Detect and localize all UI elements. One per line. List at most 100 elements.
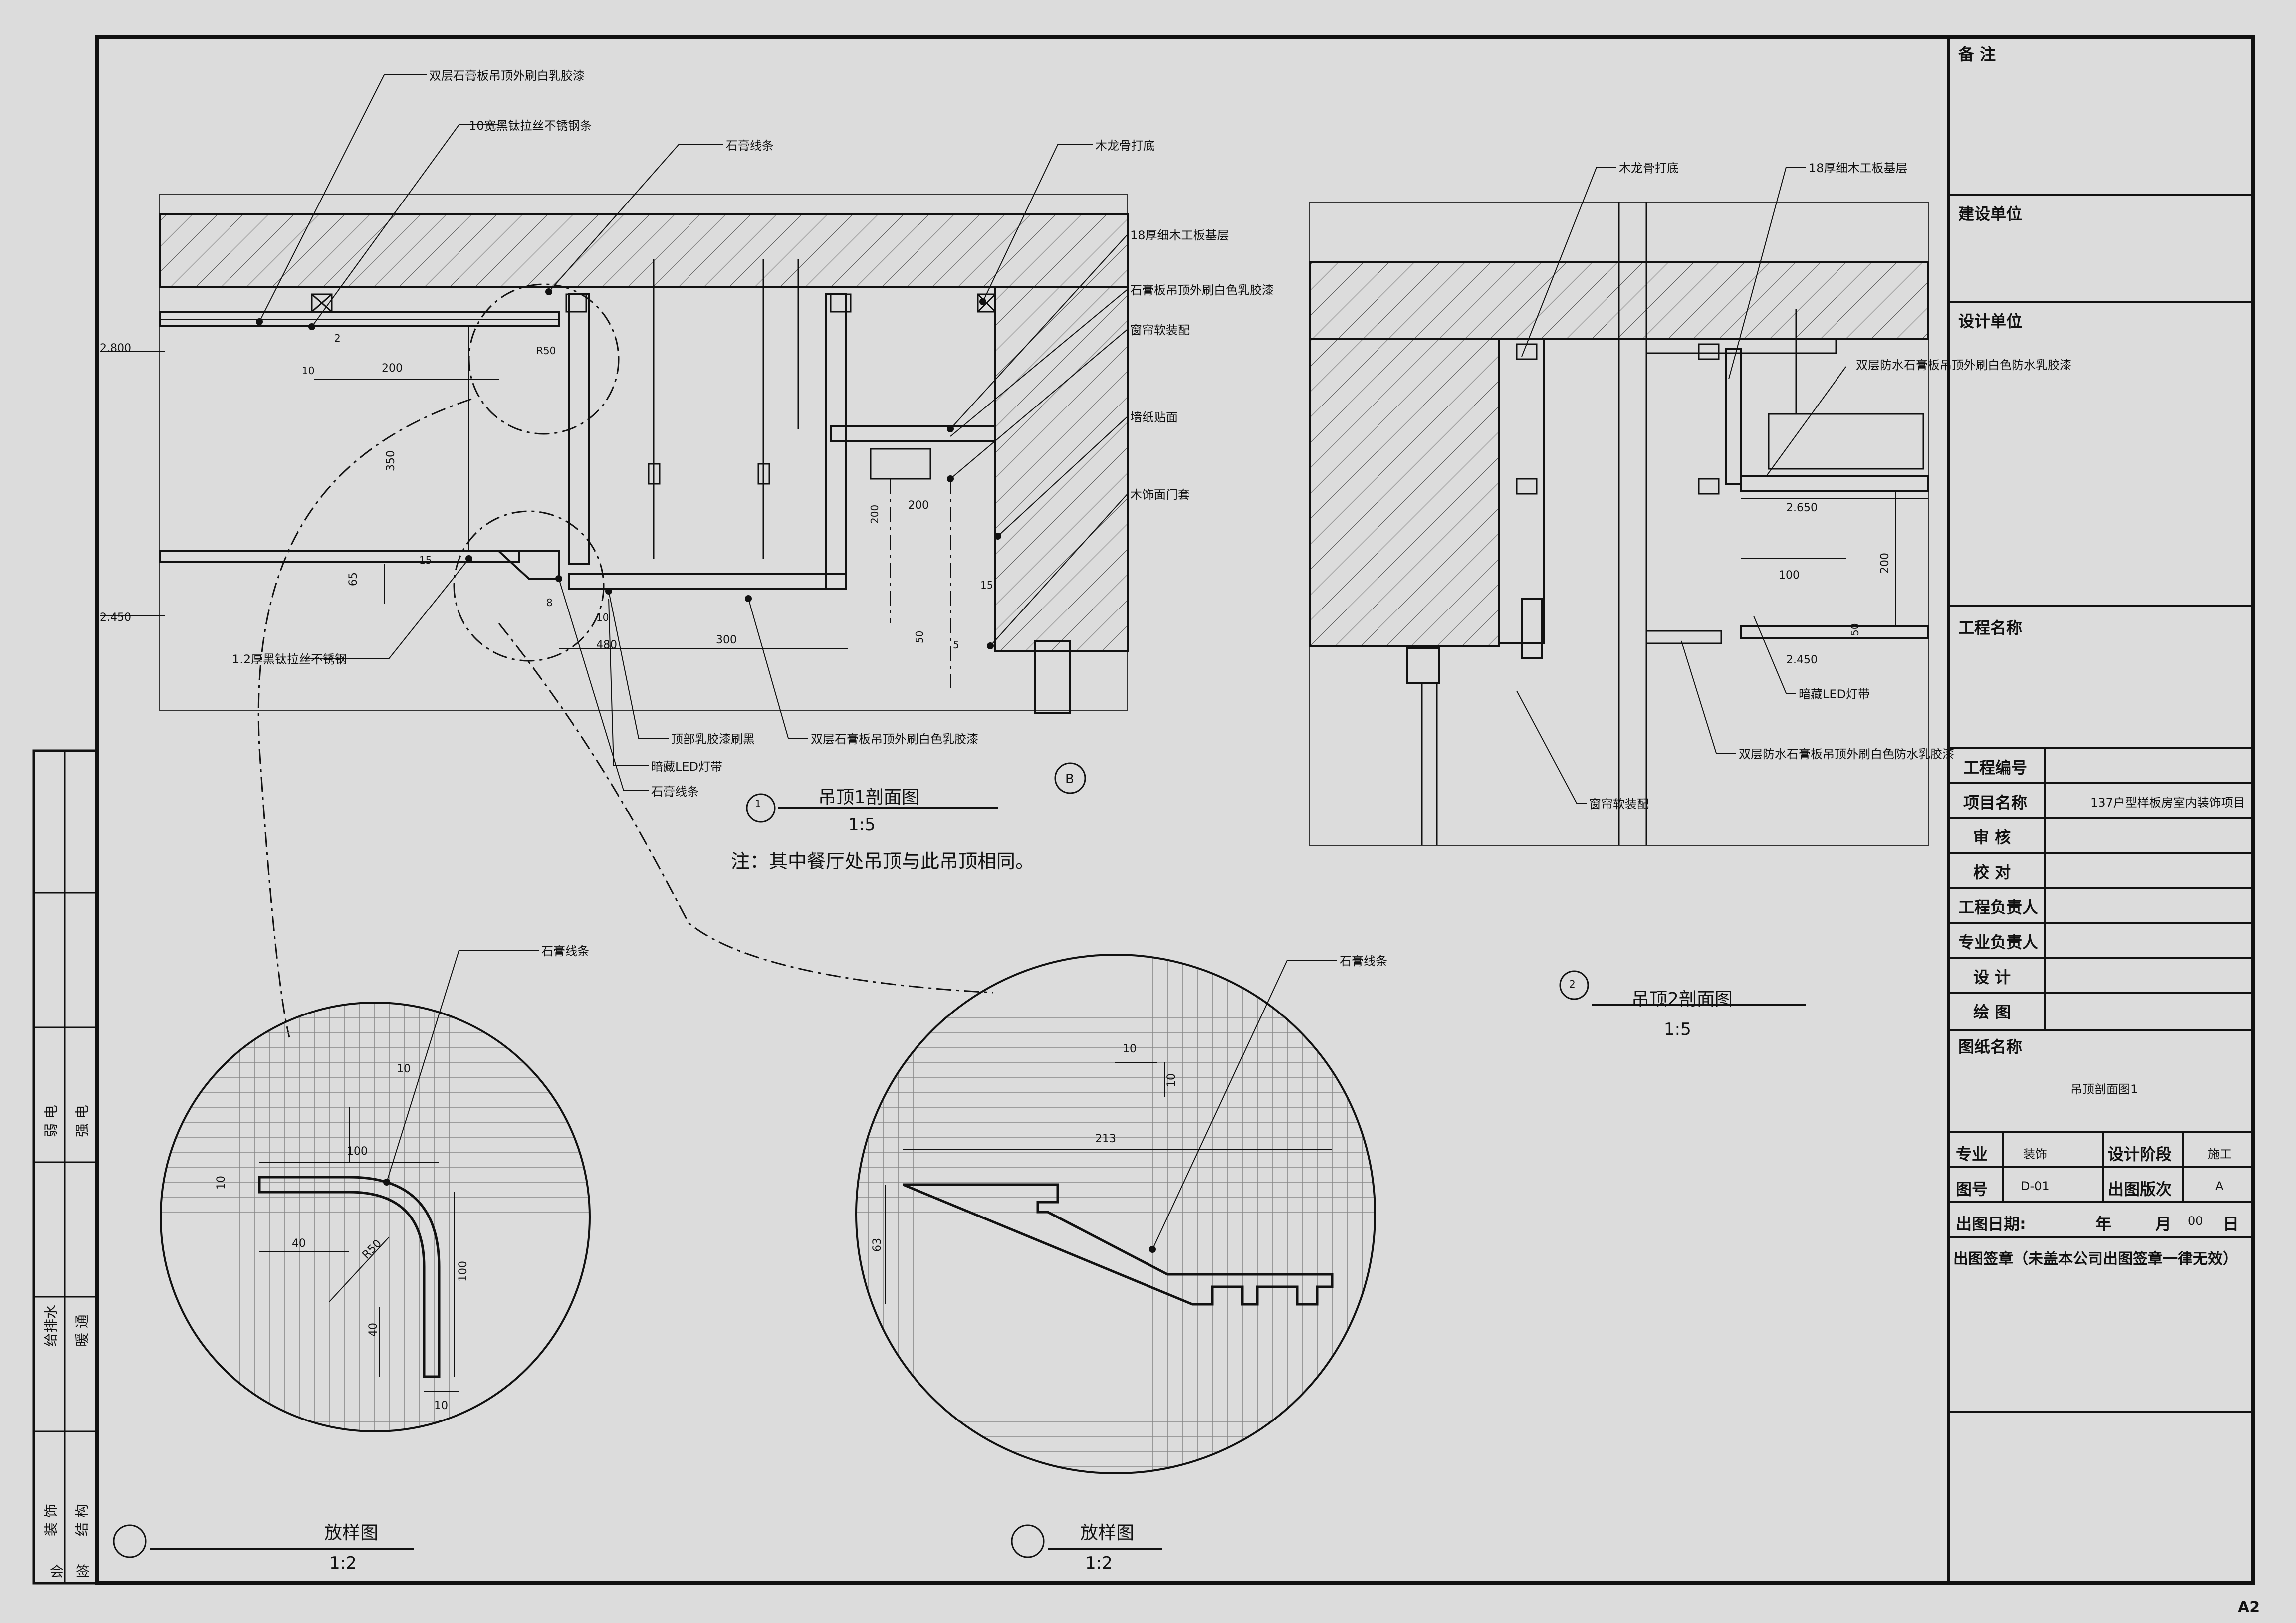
- label-wood-keel: 木龙骨打底: [1095, 139, 1155, 153]
- svg-text:1: 1: [755, 798, 761, 810]
- s2-label-curtain: 窗帘软装配: [1589, 797, 1649, 811]
- tb-major: 专业: [1956, 1145, 1988, 1164]
- section-2-title: 吊顶2剖面图: [1631, 989, 1733, 1010]
- svg-text:200: 200: [869, 505, 881, 524]
- section-2-drawing: [1309, 167, 1929, 1006]
- svg-text:100: 100: [1779, 569, 1800, 582]
- svg-text:10: 10: [302, 365, 314, 377]
- tb-seal: 出图签章（未盖本公司出图签章一律无效）: [1953, 1250, 2238, 1268]
- svg-text:63: 63: [871, 1238, 884, 1252]
- svg-text:200: 200: [382, 362, 403, 375]
- s2-label-led: 暗藏LED灯带: [1799, 687, 1870, 701]
- svg-text:2.450: 2.450: [1786, 654, 1818, 666]
- detail-2-scale: 1:2: [1085, 1553, 1113, 1573]
- label-steel-plate: 1.2厚黑钛拉丝不锈钢: [232, 652, 347, 666]
- svg-text:2.800: 2.800: [100, 342, 131, 355]
- svg-text:R50: R50: [536, 345, 556, 357]
- label-wallpaper: 墙纸贴面: [1130, 410, 1178, 424]
- tb-draw: 绘 图: [1973, 1003, 2011, 1021]
- svg-text:会: 会: [50, 1563, 64, 1580]
- svg-text:10: 10: [1165, 1073, 1178, 1087]
- tb-check: 校 对: [1973, 863, 2011, 882]
- svg-text:2.650: 2.650: [1786, 502, 1818, 514]
- svg-text:15: 15: [980, 579, 993, 591]
- s2-label-waterproof: 双层防水石膏板吊顶外刷白色防水乳胶漆: [1856, 358, 2071, 372]
- svg-text:暖 通: 暖 通: [74, 1314, 90, 1347]
- svg-text:300: 300: [716, 634, 737, 646]
- tb-stage-value: 施工: [2208, 1147, 2232, 1161]
- svg-text:装 饰: 装 饰: [43, 1504, 59, 1536]
- section-1-scale: 1:5: [848, 815, 876, 835]
- tb-project-name: 工程名称: [1958, 618, 2023, 637]
- tb-major-value: 装饰: [2023, 1147, 2047, 1161]
- s2-label-plywood: 18厚细木工板基层: [1809, 161, 1908, 175]
- tb-review: 审 核: [1973, 828, 2011, 847]
- tb-remarks: 备 注: [1958, 45, 1996, 64]
- section-2-scale: 1:5: [1664, 1019, 1691, 1039]
- label-plywood: 18厚细木工板基层: [1130, 228, 1229, 242]
- tb-client: 建设单位: [1958, 204, 2023, 223]
- tb-project-no: 工程编号: [1963, 758, 2028, 777]
- tb-drawing-name: 图纸名称: [1958, 1037, 2023, 1056]
- svg-text:15: 15: [419, 554, 432, 566]
- d2-label-molding: 石膏线条: [1340, 954, 1387, 968]
- d1-label-molding: 石膏线条: [541, 944, 589, 958]
- svg-text:结 构: 结 构: [74, 1504, 90, 1536]
- tb-version-value: A: [2215, 1179, 2224, 1193]
- s2-label-waterproof-2: 双层防水石膏板吊顶外刷白色防水乳胶漆: [1739, 747, 1954, 761]
- svg-text:350: 350: [385, 450, 397, 471]
- svg-text:50: 50: [1849, 623, 1861, 636]
- sheet-size: A2: [2238, 1599, 2260, 1616]
- detail-1-scale: 1:2: [329, 1553, 357, 1573]
- svg-text:5: 5: [953, 639, 959, 651]
- detail-2-labels: 石膏线条 10 10 213 63 放样图 1:2: [871, 954, 1387, 1573]
- svg-text:B: B: [1065, 772, 1074, 787]
- svg-text:100: 100: [347, 1145, 368, 1158]
- tb-date: 出图日期:: [1956, 1215, 2026, 1233]
- svg-text:100: 100: [457, 1261, 469, 1282]
- tb-drawing-value: 吊顶剖面图1: [2070, 1082, 2138, 1096]
- tb-design: 设 计: [1973, 968, 2011, 987]
- tb-no: 图号: [1956, 1180, 1988, 1199]
- tb-item-value: 137户型样板房室内装饰项目: [2090, 796, 2245, 810]
- tb-month: 月: [2155, 1215, 2172, 1233]
- label-gypsum-molding: 石膏线条: [726, 139, 774, 153]
- title-block-grid: [1948, 194, 2253, 1413]
- tb-pm: 工程负责人: [1958, 898, 2039, 917]
- detail-2-title: 放样图: [1080, 1523, 1134, 1543]
- label-door-trim: 木饰面门套: [1130, 488, 1190, 502]
- svg-text:50: 50: [914, 631, 925, 643]
- svg-text:213: 213: [1095, 1133, 1116, 1145]
- tb-spec-lead: 专业负责人: [1958, 933, 2039, 952]
- svg-text:480: 480: [596, 639, 617, 651]
- label-molding-2: 石膏线条: [651, 785, 699, 799]
- tb-day-value: 00: [2188, 1214, 2203, 1228]
- tb-designer: 设计单位: [1958, 312, 2023, 331]
- svg-text:40: 40: [367, 1323, 380, 1337]
- detail-2-drawing: [855, 954, 1376, 1558]
- section-1-title: 吊顶1剖面图: [818, 787, 919, 808]
- svg-text:给排水: 给排水: [43, 1305, 59, 1347]
- svg-text:2: 2: [1569, 978, 1576, 990]
- tb-day: 日: [2223, 1215, 2239, 1233]
- svg-text:200: 200: [908, 499, 929, 512]
- tb-item-name: 项目名称: [1963, 793, 2028, 812]
- label-double-gypsum: 双层石膏板吊顶外刷白色乳胶漆: [811, 732, 978, 746]
- svg-text:10: 10: [1123, 1043, 1137, 1055]
- label-gypsum-ceiling: 双层石膏板吊顶外刷白乳胶漆: [429, 69, 585, 83]
- svg-text:65: 65: [347, 572, 360, 586]
- tb-stage: 设计阶段: [2108, 1145, 2172, 1164]
- svg-text:10: 10: [596, 611, 609, 623]
- section-1-note: 注：其中餐厅处吊顶与此吊顶相同。: [731, 850, 1034, 872]
- svg-text:签: 签: [76, 1563, 90, 1580]
- tb-year: 年: [2095, 1215, 2112, 1233]
- section-2-labels: 木龙骨打底 18厚细木工板基层 双层防水石膏板吊顶外刷白色防水乳胶漆 窗帘软装配…: [1569, 161, 2071, 1039]
- label-black-paint: 顶部乳胶漆刷黑: [671, 732, 755, 746]
- detail-1-title: 放样图: [324, 1523, 378, 1543]
- title-block: 备 注 建设单位 设计单位 工程名称 工程编号 项目名称 137户型样板房室内装…: [1948, 37, 2253, 1583]
- svg-text:弱 电: 弱 电: [43, 1105, 59, 1137]
- detail-1-drawing: [113, 950, 591, 1558]
- label-curtain: 窗帘软装配: [1130, 323, 1190, 337]
- left-strip-labels: 弱 电 强 电 给排水 暖 通 装 饰 结 构 会 签: [43, 1105, 90, 1580]
